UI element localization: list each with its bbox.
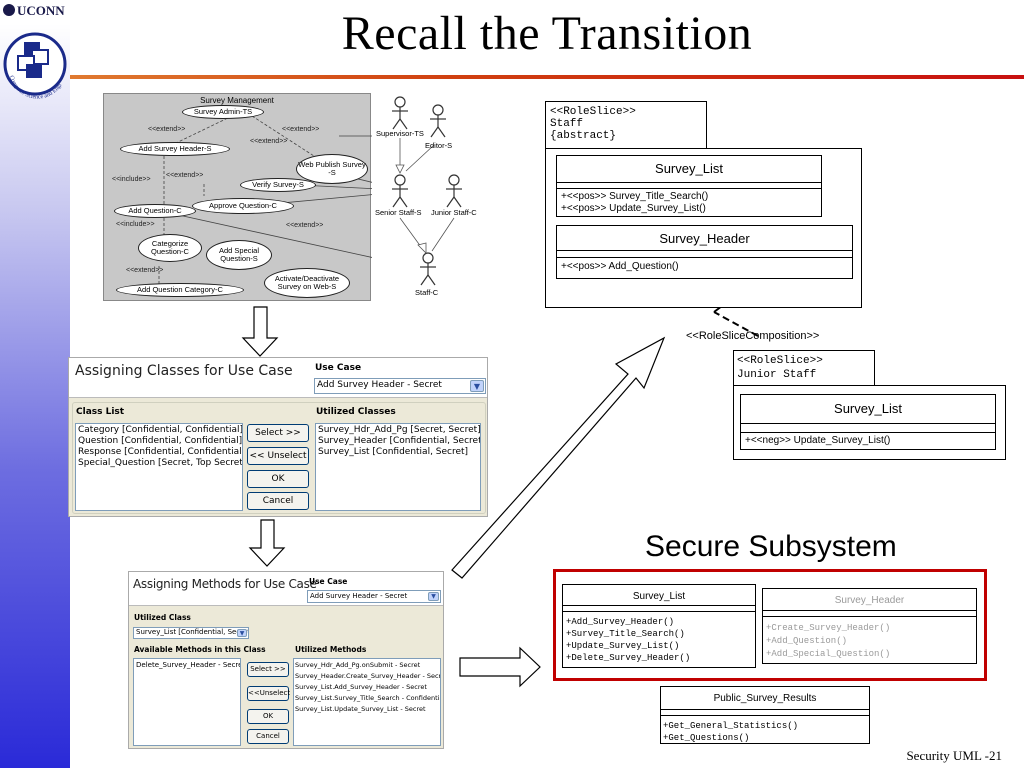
use-case-survey-admin: Survey Admin-TS xyxy=(182,105,264,119)
list-item[interactable]: Response [Confidential, Confidential] xyxy=(78,447,243,457)
list-item[interactable]: Survey_List.Update_Survey_List - Secret xyxy=(295,705,426,713)
assign-methods-dialog: Assigning Methods for Use Case Use Case … xyxy=(128,571,444,749)
use-case-select[interactable]: Add Survey Header - Secret ▼ xyxy=(307,590,441,603)
dialog-title: Assigning Classes for Use Case xyxy=(75,363,293,379)
chevron-down-icon[interactable]: ▼ xyxy=(237,629,247,637)
list-item[interactable]: Survey_Hdr_Add_Pg [Secret, Secret] xyxy=(318,425,481,435)
class-survey-header: Survey_Header +<<pos>> Add_Question() xyxy=(556,225,853,279)
use-case-add-question-category: Add Question Category-C xyxy=(116,283,244,297)
subsystem-survey-header: Survey_Header +Create_Survey_Header() +A… xyxy=(762,588,977,664)
ok-button[interactable]: OK xyxy=(247,709,289,724)
utilized-class-label: Utilized Class xyxy=(134,613,191,622)
use-case-add-question: Add Question-C xyxy=(114,204,196,218)
class-survey-list-junior: Survey_List +<<neg>> Update_Survey_List(… xyxy=(740,394,996,450)
use-case-add-survey-header: Add Survey Header-S xyxy=(120,142,230,156)
down-arrow-1 xyxy=(241,306,279,357)
actor-junior-staff xyxy=(446,174,462,208)
use-case-label: Use Case xyxy=(315,363,362,373)
composition-label: <<RoleSliceComposition>> xyxy=(686,330,820,342)
actor-label-senior-staff: Senior Staff-S xyxy=(375,208,422,217)
use-case-categorize-question: Categorize Question-C xyxy=(138,234,202,262)
utilized-classes-box[interactable]: Survey_Hdr_Add_Pg [Secret, Secret] Surve… xyxy=(315,423,481,511)
class-list-box[interactable]: Category [Confidential, Confidential] Qu… xyxy=(75,423,243,511)
list-item[interactable]: Question [Confidential, Confidential] xyxy=(78,436,243,446)
chevron-down-icon[interactable]: ▼ xyxy=(428,592,439,601)
secure-subsystem-frame xyxy=(553,569,987,681)
select-button[interactable]: Select >> xyxy=(247,662,289,677)
side-gradient-bar xyxy=(0,24,70,768)
actor-label-editor: Editor-S xyxy=(425,141,453,150)
list-item[interactable]: Special_Question [Secret, Top Secret] xyxy=(78,458,243,468)
right-arrow xyxy=(459,646,541,688)
use-case-approve-question: Approve Question-C xyxy=(192,198,294,214)
subsystem-survey-list: Survey_List +Add_Survey_Header() +Survey… xyxy=(562,584,756,668)
available-methods-label: Available Methods in this Class xyxy=(134,645,266,654)
slide-footer: Security UML -21 xyxy=(906,748,1002,763)
slide-title: Recall the Transition xyxy=(341,7,753,60)
utilized-class-select[interactable]: Survey_List [Confidential, Secret] ▼ xyxy=(133,627,249,639)
actor-label-staff: Staff-C xyxy=(415,288,439,297)
chevron-down-icon[interactable]: ▼ xyxy=(470,380,484,392)
utilized-classes-label: Utilized Classes xyxy=(316,407,396,417)
cse-logo: Computer Science and Engineering xyxy=(2,26,67,101)
list-item[interactable]: Survey_Header [Confidential, Secret] xyxy=(318,436,481,446)
list-item[interactable]: Survey_Header.Create_Survey_Header - Sec… xyxy=(295,672,441,680)
down-arrow-2 xyxy=(248,519,286,567)
uconn-brand: UCONN xyxy=(3,3,65,19)
utilized-methods-label: Utilized Methods xyxy=(295,645,367,654)
actor-label-supervisor: Supervisor-TS xyxy=(376,129,424,138)
unselect-button[interactable]: << Unselect xyxy=(247,447,309,465)
role-slice-staff-tab: <<RoleSlice>> Staff {abstract} xyxy=(545,101,707,149)
role-slice-junior-tab: <<RoleSlice>> Junior Staff xyxy=(733,350,875,386)
list-item[interactable]: Delete_Survey_Header - Secret xyxy=(136,661,241,669)
class-survey-list: Survey_List +<<pos>> Survey_Title_Search… xyxy=(556,155,822,217)
actors-diagram xyxy=(392,96,462,286)
use-case-label: Use Case xyxy=(309,577,348,586)
list-item[interactable]: Category [Confidential, Confidential] xyxy=(78,425,243,435)
unselect-button[interactable]: <<Unselect xyxy=(247,686,290,701)
secure-subsystem-title: Secure Subsystem xyxy=(645,530,897,563)
list-item[interactable]: Survey_List.Add_Survey_Header - Secret xyxy=(295,683,427,691)
assign-classes-dialog: Assigning Classes for Use Case Use Case … xyxy=(68,357,488,517)
list-item[interactable]: Survey_List [Confidential, Secret] xyxy=(318,447,469,457)
use-case-diagram: Survey Management Survey Admin-TS Add Su… xyxy=(103,93,372,301)
cancel-button[interactable]: Cancel xyxy=(247,729,289,744)
cancel-button[interactable]: Cancel xyxy=(247,492,309,510)
uconn-paw-icon xyxy=(3,4,15,16)
title-rule xyxy=(70,75,1024,79)
use-case-verify-survey: Verify Survey-S xyxy=(240,178,316,192)
use-case-activate-survey: Activate/Deactivate Survey on Web-S xyxy=(264,268,350,298)
use-case-select[interactable]: Add Survey Header - Secret ▼ xyxy=(314,378,486,394)
actor-staff xyxy=(420,252,436,286)
ok-button[interactable]: OK xyxy=(247,470,309,488)
list-item[interactable]: Survey_Hdr_Add_Pg.onSubmit - Secret xyxy=(295,661,421,669)
dialog-title: Assigning Methods for Use Case xyxy=(133,577,317,591)
available-methods-box[interactable]: Delete_Survey_Header - Secret xyxy=(133,658,241,746)
select-button[interactable]: Select >> xyxy=(247,424,309,442)
class-list-label: Class List xyxy=(76,407,125,417)
diagonal-arrow xyxy=(451,336,666,579)
list-item[interactable]: Survey_List.Survey_Title_Search - Confid… xyxy=(295,694,441,702)
actor-senior-staff xyxy=(392,174,408,208)
actor-editor xyxy=(430,104,446,138)
actor-label-junior-staff: Junior Staff-C xyxy=(431,208,477,217)
use-case-add-special-question: Add Special Question-S xyxy=(206,240,272,270)
subsystem-public-results: Public_Survey_Results +Get_General_Stati… xyxy=(660,686,870,744)
utilized-methods-box[interactable]: Survey_Hdr_Add_Pg.onSubmit - Secret Surv… xyxy=(293,658,441,746)
actor-supervisor xyxy=(392,96,408,130)
use-case-web-publish: Web Publish Survey -S xyxy=(296,154,368,184)
